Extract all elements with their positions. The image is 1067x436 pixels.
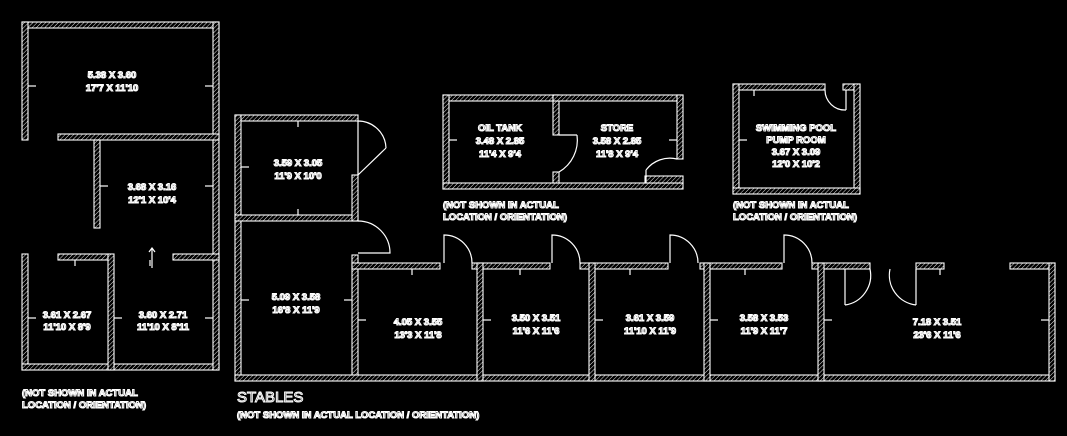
room-name: SWIMMING POOL	[756, 123, 836, 134]
room-dims-imperial: 11'8 X 9'4	[596, 149, 639, 160]
room-dims-imperial: 17'7 X 11'10	[86, 83, 139, 94]
room-dims-imperial: 12'0 X 10'2	[772, 159, 820, 170]
location-note: (NOT SHOWN IN ACTUAL	[733, 200, 849, 211]
location-note: LOCATION / ORIENTATION)	[22, 400, 146, 411]
room-dims-metric: 3.48 X 2.85	[476, 136, 525, 147]
room-dims-metric: 7.18 X 3.51	[913, 317, 962, 328]
room-dims-metric: 3.60 X 2.71	[139, 310, 188, 321]
oil-tank-store-building	[442, 94, 684, 190]
room-dims-metric: 5.09 X 3.58	[272, 292, 321, 303]
room-dims-imperial: 11'10 X 11'9	[624, 326, 676, 337]
room-dims-imperial: 11'9 X 10'0	[274, 171, 321, 182]
location-note: (NOT SHOWN IN ACTUAL LOCATION / ORIENTAT…	[237, 410, 479, 421]
room-name: OIL TANK	[478, 123, 522, 134]
stables-building	[234, 114, 1056, 382]
room-dims-metric: 3.59 X 3.05	[274, 158, 323, 169]
location-note: (NOT SHOWN IN ACTUAL	[22, 388, 138, 399]
room-dims-metric: 3.61 X 2.67	[43, 310, 92, 321]
room-name: PUMP ROOM	[766, 135, 826, 146]
room-dims-imperial: 23'6 X 11'6	[913, 330, 960, 341]
room-dims-imperial: 16'8 X 11'9	[272, 305, 319, 316]
room-dims-metric: 3.58 X 3.53	[740, 313, 789, 324]
room-dims-metric: 3.68 X 3.16	[128, 182, 177, 193]
room-dims-metric: 3.50 X 3.51	[512, 313, 561, 324]
room-name: STORE	[601, 123, 634, 134]
pool-pump-room-building	[732, 83, 861, 195]
room-dims-imperial: 12'1 X 10'4	[128, 195, 177, 206]
room-dims-imperial: 11'9 X 11'7	[741, 326, 788, 337]
main-building	[21, 21, 220, 371]
room-dims-metric: 3.61 X 3.59	[626, 313, 675, 324]
stables-title: STABLES	[237, 389, 303, 406]
room-dims-imperial: 11'10 X 8'9	[43, 322, 90, 333]
room-dims-metric: 3.67 X 3.09	[772, 147, 821, 158]
location-note: LOCATION / ORIENTATION)	[443, 212, 567, 223]
room-dims-imperial: 13'3 X 11'8	[394, 330, 441, 341]
room-dims-metric: 3.58 X 2.85	[593, 136, 642, 147]
room-dims-metric: 5.38 X 3.60	[88, 70, 137, 81]
room-dims-metric: 4.05 X 3.55	[394, 317, 443, 328]
room-dims-imperial: 11'4 X 9'4	[479, 149, 522, 160]
room-dims-imperial: 11'10 X 8'11	[137, 322, 190, 333]
room-dims-imperial: 11'6 X 11'6	[513, 326, 560, 337]
location-note: (NOT SHOWN IN ACTUAL	[443, 200, 559, 211]
location-note: LOCATION / ORIENTATION)	[733, 212, 857, 223]
